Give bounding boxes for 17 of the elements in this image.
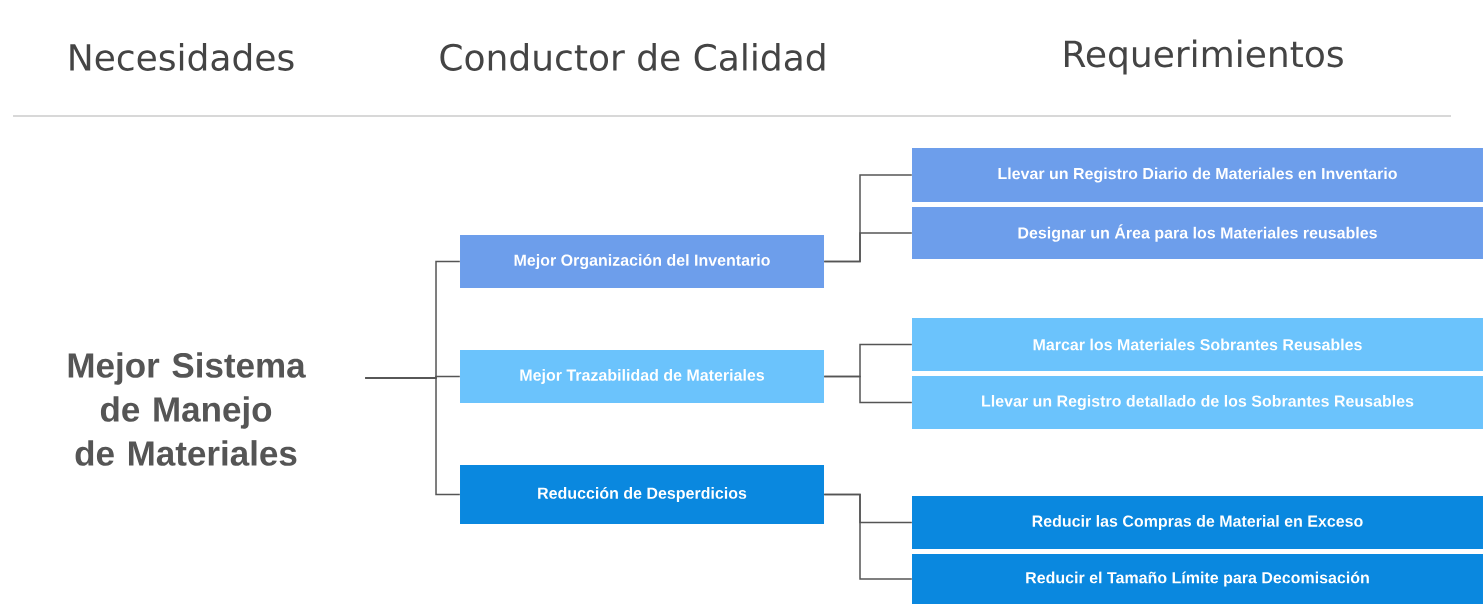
- connector-line: [823, 493, 913, 580]
- category-box: Designar un Área para los Materiales reusables: [912, 207, 1483, 259]
- category-box: Reducir las Compras de Material en Exceso: [912, 496, 1483, 549]
- column-header: Conductor de Calidad: [440, 43, 825, 71]
- category-box: Marcar los Materiales Sobrantes Reusables: [912, 318, 1483, 371]
- category-box: Reducir el Tamaño Límite para Decomisación: [912, 554, 1483, 604]
- column-header: Requerimientos: [1065, 39, 1343, 75]
- column-header: Necesidades: [70, 43, 294, 71]
- connector-line: [364, 377, 461, 496]
- category-box: Mejor Trazabilidad de Materiales: [460, 350, 824, 403]
- category-box: Llevar un Registro Diario de Materiales en Inventario: [912, 148, 1483, 202]
- connector-line: [823, 232, 913, 263]
- category-box: Mejor Organización del Inventario: [460, 235, 824, 288]
- category-box: Reducción de Desperdicios: [460, 465, 824, 524]
- connector-line: [823, 375, 913, 404]
- category-box: Llevar un Registro detallado de los Sobrantes Reusables: [912, 376, 1483, 429]
- main-need-text: Mejor Sistema de Manejo de Materiales: [68, 352, 306, 466]
